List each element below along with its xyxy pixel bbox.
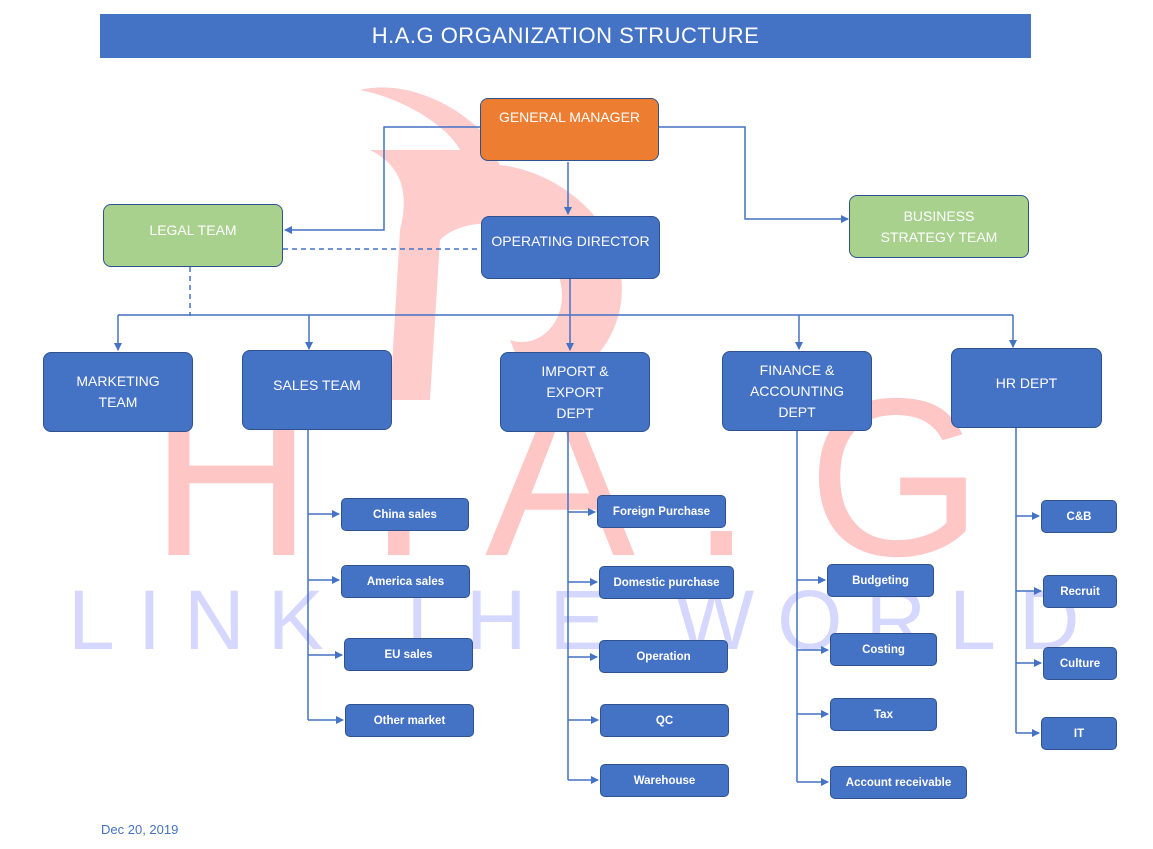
hr-dept-box: HR DEPT <box>951 348 1102 428</box>
finance-unit-box: Costing <box>830 633 937 666</box>
hag-logo-watermark <box>360 87 622 400</box>
sales-unit-box: Other market <box>345 704 474 737</box>
page-title: H.A.G ORGANIZATION STRUCTURE <box>100 14 1031 58</box>
sales-team-box: SALES TEAM <box>242 350 392 430</box>
gm-to-legal-connector <box>284 126 480 234</box>
finance-unit-box: Budgeting <box>827 564 934 597</box>
marketing-team-box: MARKETING TEAM <box>43 352 193 432</box>
general-manager-box: GENERAL MANAGER <box>480 98 659 161</box>
import-export-dept-box: IMPORT & EXPORT DEPT <box>500 352 650 432</box>
import-export-unit-box: Foreign Purchase <box>597 495 726 528</box>
finance-accounting-dept-box: FINANCE & ACCOUNTING DEPT <box>722 351 872 431</box>
hr-unit-box: C&B <box>1041 500 1117 533</box>
sales-unit-box: America sales <box>341 565 470 598</box>
import-export-unit-box: Operation <box>599 640 728 673</box>
legal-team-box: LEGAL TEAM <box>103 204 283 267</box>
import-export-unit-box: Domestic purchase <box>599 566 734 599</box>
sales-unit-box: China sales <box>341 498 469 531</box>
sales-unit-box: EU sales <box>344 638 473 671</box>
gm-to-strategy-connector <box>658 126 849 223</box>
import-export-unit-box: Warehouse <box>600 764 729 797</box>
operating-director-box: OPERATING DIRECTOR <box>481 216 660 279</box>
hr-unit-box: IT <box>1041 717 1117 750</box>
finance-unit-box: Account receivable <box>830 766 967 799</box>
date-label: Dec 20, 2019 <box>101 822 179 837</box>
hr-unit-box: Recruit <box>1043 575 1117 608</box>
import-export-unit-box: QC <box>600 704 729 737</box>
hr-unit-box: Culture <box>1043 647 1117 680</box>
finance-unit-box: Tax <box>830 698 937 731</box>
business-strategy-team-box: BUSINESS STRATEGY TEAM <box>849 195 1029 258</box>
